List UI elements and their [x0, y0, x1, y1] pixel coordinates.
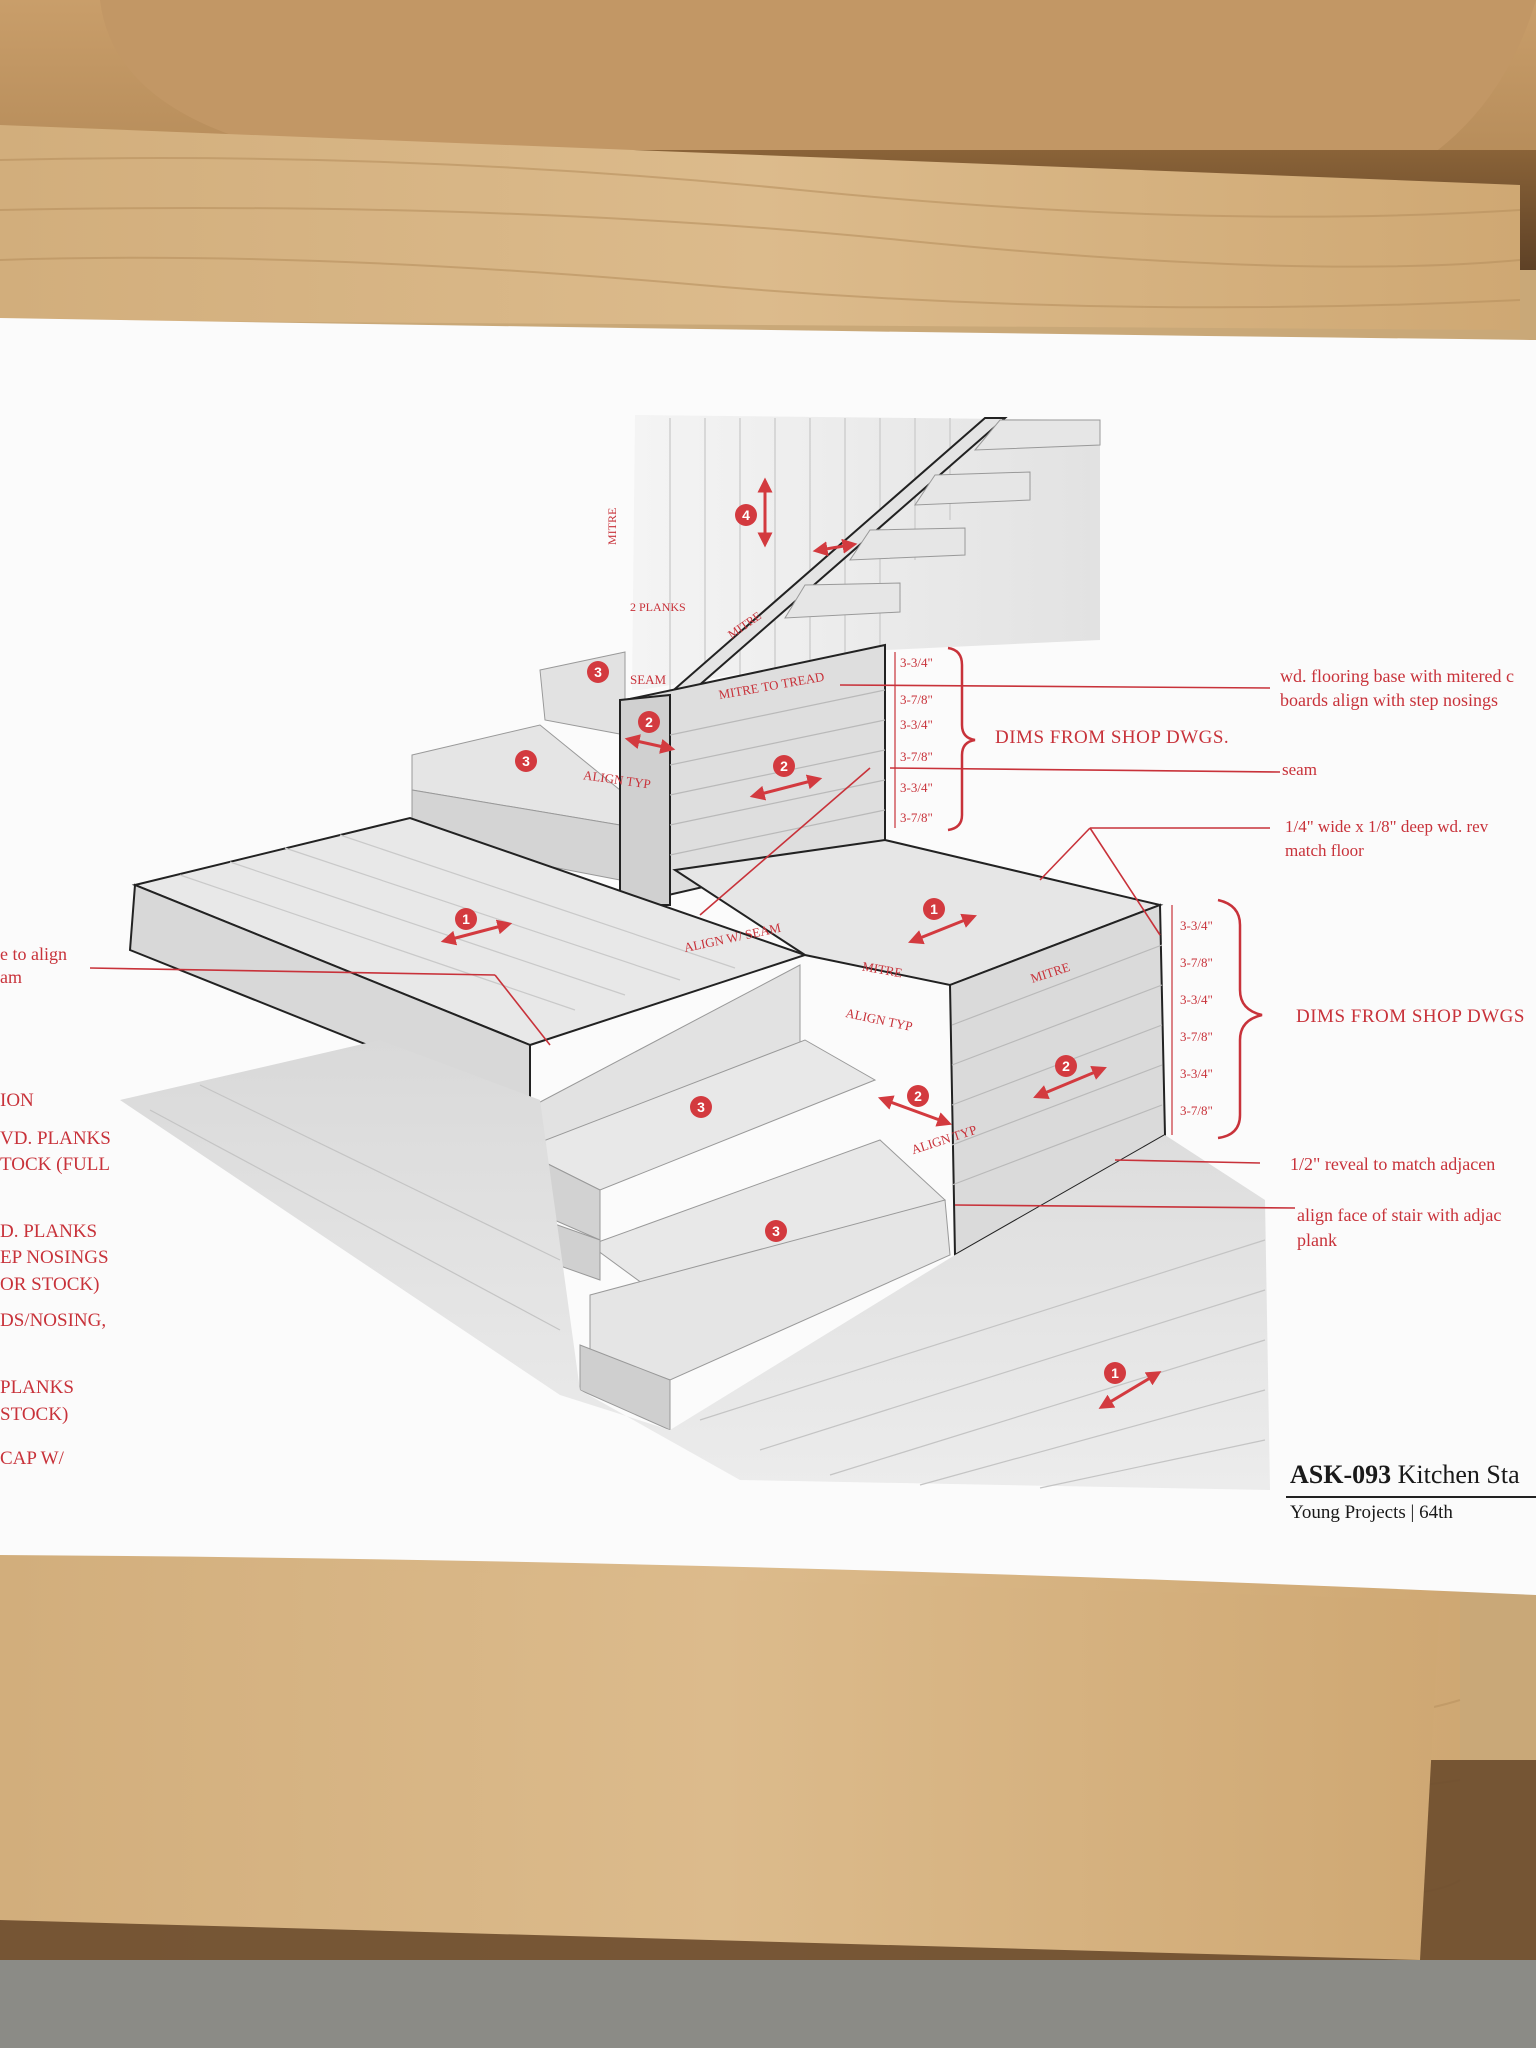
note-left-align-2: am: [0, 967, 22, 987]
callout-1-floor: 1: [1104, 1362, 1126, 1384]
callout-2-seam: 2: [638, 711, 660, 733]
table-edge: [100, 0, 1536, 175]
note-left-3: TOCK (FULL: [0, 1154, 110, 1175]
direction-arrows: [440, 477, 1162, 1409]
title-block: ASK-093 Kitchen Sta Young Projects | 64t…: [1290, 1460, 1520, 1524]
landing-planks: [179, 834, 736, 1011]
callout-1-landing: 1: [455, 908, 477, 930]
callout-4: 4: [735, 504, 757, 526]
bracket-lower: [1217, 898, 1263, 1140]
note-dims-upper: DIMS FROM SHOP DWGS.: [995, 727, 1230, 748]
oak-grain-top: [0, 157, 1521, 309]
callout-3-upper: 3: [587, 661, 609, 683]
sheet-title: ASK-093 Kitchen Sta: [1290, 1460, 1520, 1490]
dim-upper-3: 3-3/4": [900, 717, 933, 732]
note-left-2: VD. PLANKS: [0, 1128, 111, 1149]
step-top-4: [589, 1199, 951, 1381]
callout-3-step1: 3: [690, 1096, 712, 1118]
note-flooring-base-2: boards align with step nosings: [1280, 690, 1498, 710]
upper-treads: [784, 419, 1101, 619]
note-flooring-base-1: wd. flooring base with mitered c: [1280, 666, 1514, 686]
note-left-4: D. PLANKS: [0, 1221, 98, 1242]
callout-2-riser: 2: [773, 755, 795, 777]
dim-upper-6: 3-7/8": [900, 810, 933, 825]
leader-lines: [89, 684, 1296, 1209]
label-mitre-vertical: MITRE: [605, 507, 619, 545]
dim-lower-2: 3-7/8": [1180, 955, 1213, 970]
note-left-7: DS/NOSING,: [0, 1310, 107, 1331]
riser-planks: [669, 689, 886, 856]
dim-lower-3: 3-3/4": [1180, 992, 1213, 1007]
callout-2-box: 2: [1055, 1055, 1077, 1077]
dim-lower-5: 3-3/4": [1180, 1066, 1213, 1081]
note-left-1: ION: [0, 1090, 34, 1111]
dim-upper-1: 3-3/4": [900, 655, 933, 670]
note-seam: seam: [1282, 760, 1317, 779]
dim-upper-2: 3-7/8": [900, 692, 933, 707]
sheet-code: ASK-093: [1290, 1460, 1392, 1489]
dim-lower-4: 3-7/8": [1180, 1029, 1213, 1044]
floor-grey: [0, 1960, 1536, 2048]
dim-upper-5: 3-3/4": [900, 780, 933, 795]
note-left-5: EP NOSINGS: [0, 1247, 109, 1268]
floor-planks: [149, 1084, 1266, 1489]
note-reveal-half: 1/2" reveal to match adjacen: [1290, 1154, 1496, 1174]
label-seam: SEAM: [630, 672, 667, 687]
callout-2-step: 2: [907, 1085, 929, 1107]
callout-3-mid: 3: [515, 750, 537, 772]
note-reveal-2: match floor: [1285, 841, 1364, 860]
bracket-upper: [947, 646, 976, 832]
title-rule: [1286, 1496, 1536, 1498]
dim-lower-6: 3-7/8": [1180, 1103, 1213, 1118]
note-left-8: PLANKS: [0, 1377, 74, 1398]
sheet-name: Kitchen Sta: [1397, 1460, 1520, 1489]
oak-board-bottom-face: [0, 1560, 1440, 1960]
dim-upper-4: 3-7/8": [900, 749, 933, 764]
note-left-6: OR STOCK): [0, 1274, 100, 1295]
sheet-subtitle: Young Projects | 64th: [1290, 1502, 1453, 1523]
callout-3-step2: 3: [765, 1220, 787, 1242]
note-align-face-2: plank: [1297, 1230, 1337, 1250]
note-align-face-1: align face of stair with adjac: [1297, 1205, 1502, 1225]
dim-lower-1: 3-3/4": [1180, 918, 1213, 933]
note-dims-lower: DIMS FROM SHOP DWGS: [1296, 1006, 1525, 1027]
note-reveal-1: 1/4" wide x 1/8" deep wd. rev: [1285, 817, 1489, 836]
note-left-10: CAP W/: [0, 1448, 64, 1469]
label-two-planks: 2 PLANKS: [630, 600, 686, 614]
callout-1-right: 1: [923, 898, 945, 920]
floor-lower: [120, 1040, 1270, 1490]
note-left-align-1: e to align: [0, 944, 67, 964]
note-left-9: STOCK): [0, 1404, 69, 1425]
